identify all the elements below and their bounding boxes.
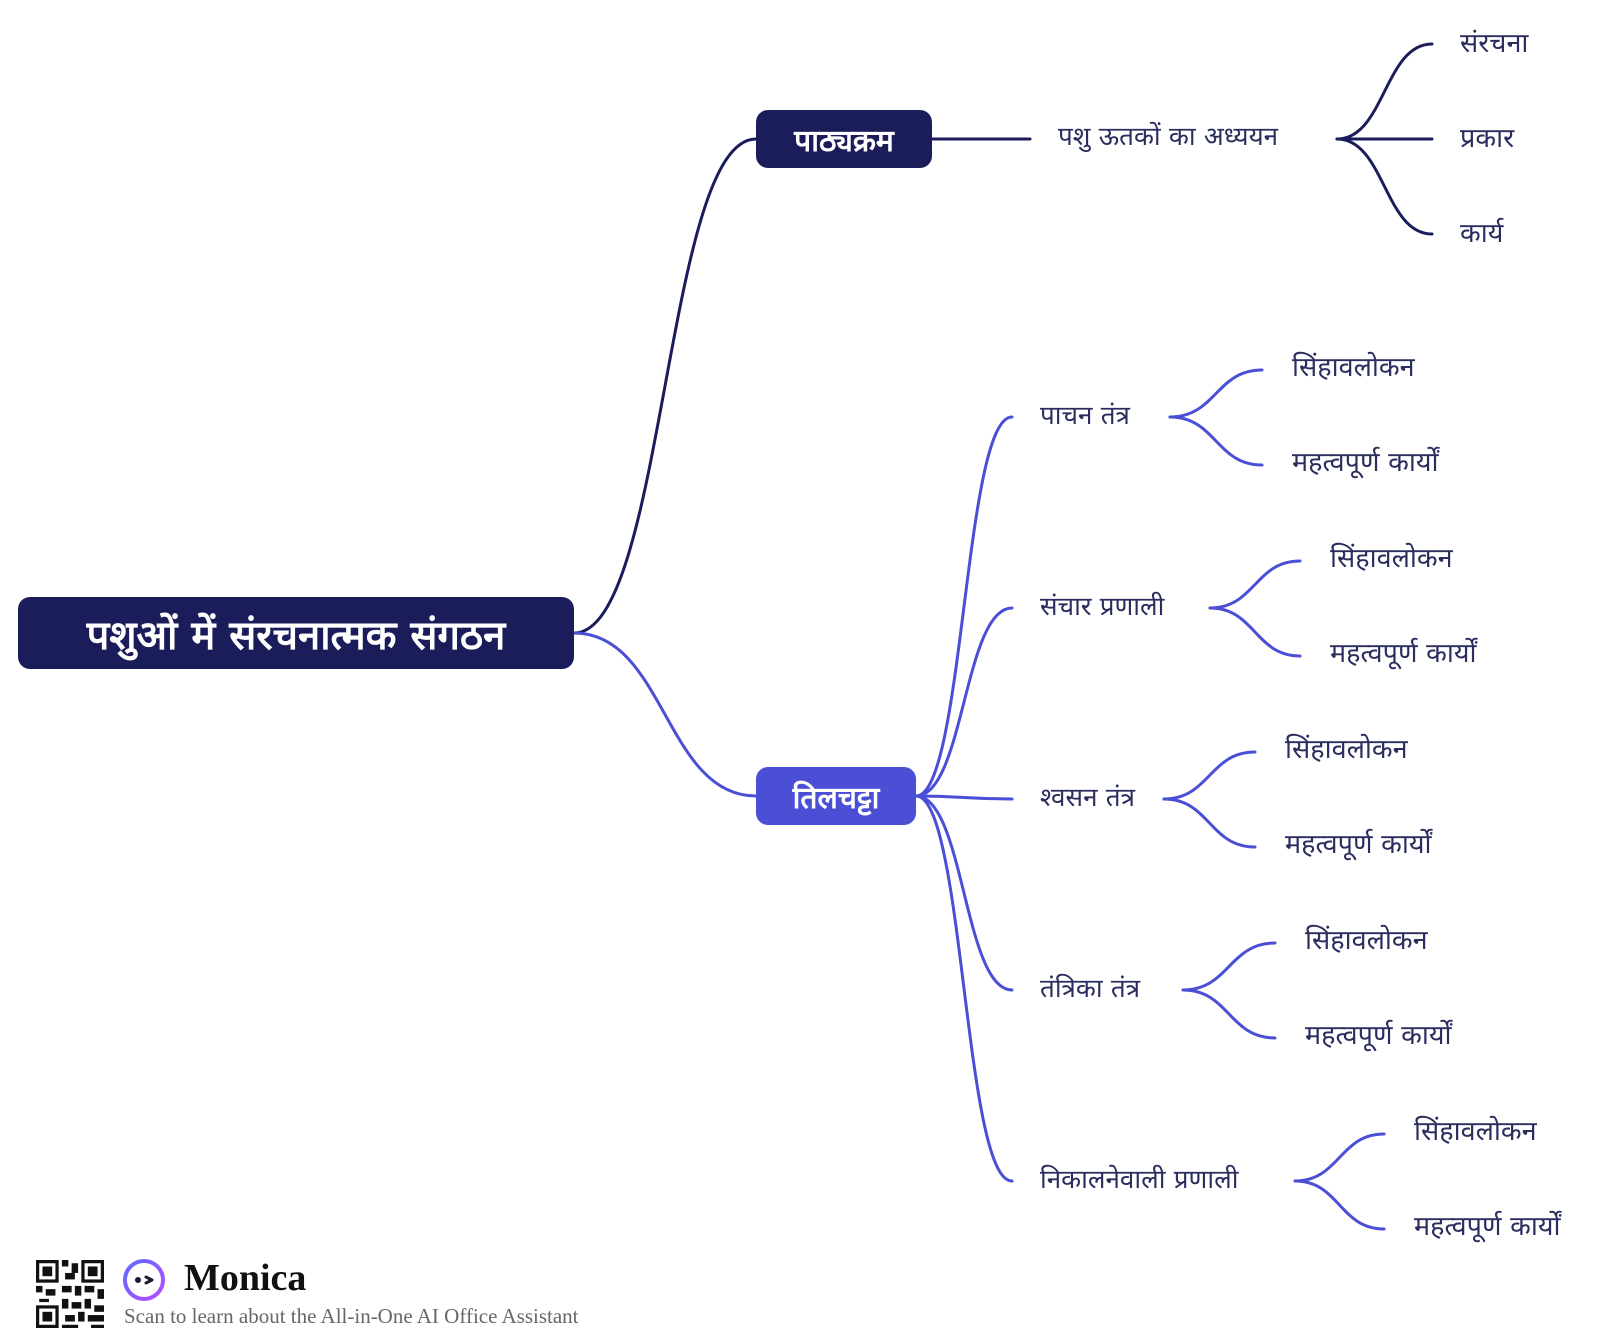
footer-brand: Monica bbox=[184, 1257, 307, 1299]
topic-node-circulatory-system[interactable]: संचार प्रणाली bbox=[1040, 592, 1165, 622]
leaf-node-function[interactable]: कार्य bbox=[1460, 218, 1504, 249]
leaf-node-excretory-functions[interactable]: महत्वपूर्ण कार्यों bbox=[1414, 1211, 1561, 1242]
leaf-node-nervous-overview[interactable]: सिंहावलोकन bbox=[1305, 925, 1428, 956]
leaf-node-excretory-overview[interactable]: सिंहावलोकन bbox=[1414, 1116, 1537, 1147]
connector-topic-2-overview bbox=[1162, 750, 1257, 801]
connector-topic-leaf-2 bbox=[1335, 137, 1434, 236]
connector-root-syllabus bbox=[572, 137, 758, 635]
connector-cockroach-topic-2 bbox=[914, 794, 1014, 801]
connector-topic-2-functions bbox=[1162, 797, 1257, 849]
connector-root-cockroach bbox=[572, 631, 758, 798]
leaf-node-structure[interactable]: संरचना bbox=[1460, 28, 1529, 59]
footer-tagline: Scan to learn about the All-in-One AI Of… bbox=[124, 1304, 579, 1328]
connector-cockroach-topic-3 bbox=[914, 794, 1014, 992]
leaf-node-respiratory-functions[interactable]: महत्वपूर्ण कार्यों bbox=[1285, 829, 1432, 860]
root-node[interactable]: पशुओं में संरचनात्मक संगठन bbox=[18, 597, 574, 669]
leaf-node-digestive-overview[interactable]: सिंहावलोकन bbox=[1292, 352, 1415, 383]
topic-node-animal-tissues[interactable]: पशु ऊतकों का अध्ययन bbox=[1058, 122, 1279, 152]
connector-topic-4-overview bbox=[1293, 1132, 1386, 1183]
connector-topic-1-functions bbox=[1208, 606, 1302, 658]
topic-node-nervous-system[interactable]: तंत्रिका तंत्र bbox=[1040, 974, 1141, 1004]
connector-topic-leaf-0 bbox=[1335, 42, 1434, 141]
leaf-node-digestive-functions[interactable]: महत्वपूर्ण कार्यों bbox=[1292, 447, 1439, 478]
connector-topic-0-functions bbox=[1168, 415, 1264, 467]
connector-topic-4-functions bbox=[1293, 1179, 1386, 1231]
branch-node-cockroach[interactable]: तिलचट्टा bbox=[756, 767, 916, 825]
leaf-node-circulatory-overview[interactable]: सिंहावलोकन bbox=[1330, 543, 1453, 574]
connector-topic-1-overview bbox=[1208, 559, 1302, 610]
connector-topic-0-overview bbox=[1168, 368, 1264, 419]
topic-node-respiratory-system[interactable]: श्वसन तंत्र bbox=[1040, 783, 1135, 813]
topic-node-excretory-system[interactable]: निकालनेवाली प्रणाली bbox=[1040, 1165, 1239, 1195]
connector-topic-3-overview bbox=[1181, 941, 1277, 992]
monica-logo-icon bbox=[123, 1259, 165, 1301]
topic-node-digestive-system[interactable]: पाचन तंत्र bbox=[1040, 401, 1130, 431]
connector-cockroach-topic-0 bbox=[914, 415, 1014, 798]
leaf-node-nervous-functions[interactable]: महत्वपूर्ण कार्यों bbox=[1305, 1020, 1452, 1051]
leaf-node-circulatory-functions[interactable]: महत्वपूर्ण कार्यों bbox=[1330, 638, 1477, 669]
connector-cockroach-topic-1 bbox=[914, 606, 1014, 798]
connector-topic-3-functions bbox=[1181, 988, 1277, 1040]
leaf-node-types[interactable]: प्रकार bbox=[1460, 123, 1515, 154]
qr-code-icon bbox=[36, 1260, 104, 1328]
leaf-node-respiratory-overview[interactable]: सिंहावलोकन bbox=[1285, 734, 1408, 765]
branch-node-syllabus[interactable]: पाठ्यक्रम bbox=[756, 110, 932, 168]
connector-cockroach-topic-4 bbox=[914, 794, 1014, 1183]
